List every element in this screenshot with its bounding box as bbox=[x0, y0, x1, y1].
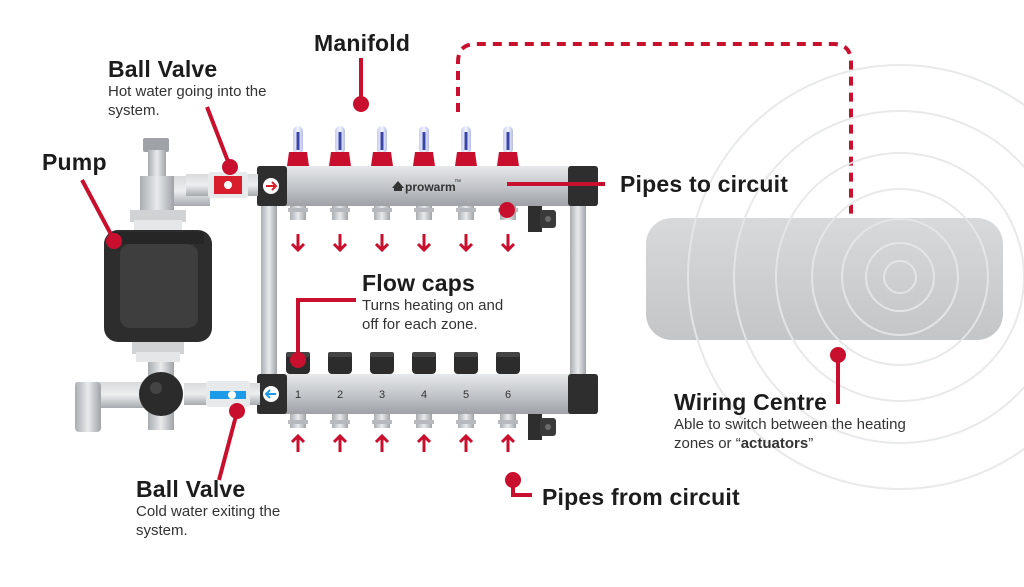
flow-cap bbox=[412, 352, 436, 374]
down-arrow bbox=[374, 234, 390, 253]
hot-ball-valve-label: Ball Valve bbox=[108, 56, 218, 82]
bottom-outlets bbox=[288, 414, 518, 428]
up-arrow bbox=[416, 433, 432, 452]
cold-ball-valve bbox=[184, 381, 260, 407]
zone-number: 1 bbox=[295, 389, 301, 401]
up-arrow bbox=[290, 433, 306, 452]
flow-meter bbox=[455, 126, 477, 166]
up-arrows bbox=[290, 433, 516, 452]
bottom-outlet bbox=[456, 414, 476, 428]
up-arrow bbox=[374, 433, 390, 452]
flow-caps-label: Flow caps bbox=[362, 270, 475, 296]
pipes-from-circuit-label: Pipes from circuit bbox=[542, 484, 740, 510]
up-arrow bbox=[458, 433, 474, 452]
down-arrow bbox=[500, 234, 516, 253]
brand-text: prowarm bbox=[405, 180, 456, 194]
down-arrows bbox=[290, 234, 516, 253]
zone-number: 3 bbox=[379, 389, 385, 401]
flow-caps-description: Turns heating on and off for each zone. bbox=[362, 297, 504, 333]
bottom-outlet bbox=[288, 414, 308, 428]
top-outlet bbox=[456, 206, 476, 220]
flow-meters bbox=[287, 126, 519, 166]
manifold-right-rail bbox=[570, 205, 586, 375]
pump-assembly bbox=[75, 138, 212, 432]
zone-number: 4 bbox=[421, 389, 427, 401]
bottom-outlet bbox=[498, 414, 518, 428]
pipes-to-circuit-label: Pipes to circuit bbox=[620, 171, 789, 197]
down-arrow bbox=[332, 234, 348, 253]
callout-dots bbox=[106, 96, 846, 488]
bottom-outlet bbox=[414, 414, 434, 428]
flow-cap bbox=[370, 352, 394, 374]
flow-meter bbox=[371, 126, 393, 166]
top-outlet bbox=[414, 206, 434, 220]
zone-number: 5 bbox=[463, 389, 469, 401]
top-outlets bbox=[288, 206, 518, 220]
flow-cap bbox=[328, 352, 352, 374]
prowarm-logo: prowarm ™ bbox=[392, 179, 461, 194]
wiring-centre-label: Wiring Centre bbox=[674, 389, 828, 415]
hot-ball-valve bbox=[186, 172, 258, 198]
wiring-centre-description-text: Able to switch between the heating zones… bbox=[674, 416, 906, 452]
top-outlet bbox=[372, 206, 392, 220]
manifold-bottom-bar bbox=[257, 374, 598, 414]
pump-label: Pump bbox=[42, 149, 107, 175]
down-arrow bbox=[458, 234, 474, 253]
flow-meter bbox=[329, 126, 351, 166]
manifold-left-rail bbox=[261, 205, 277, 375]
actuators-bold: actuators bbox=[740, 435, 809, 452]
flow-meter bbox=[287, 126, 309, 166]
flow-cap bbox=[496, 352, 520, 374]
cold-ball-valve-label: Ball Valve bbox=[136, 476, 246, 502]
bottom-outlet bbox=[372, 414, 392, 428]
cold-ball-valve-description: Cold water exiting the system. bbox=[136, 503, 281, 539]
bottom-outlet bbox=[330, 414, 350, 428]
down-arrow bbox=[416, 234, 432, 253]
flow-meter bbox=[497, 126, 519, 166]
top-outlet bbox=[288, 206, 308, 220]
up-arrow bbox=[500, 433, 516, 452]
wiring-dashed-line bbox=[456, 42, 853, 214]
top-actuator-plug bbox=[528, 206, 556, 232]
wiring-centre-description-end: ” bbox=[808, 435, 814, 452]
top-outlet bbox=[330, 206, 350, 220]
down-arrow bbox=[290, 234, 306, 253]
zone-number: 6 bbox=[505, 389, 511, 401]
flow-meter bbox=[413, 126, 435, 166]
manifold-label: Manifold bbox=[314, 30, 411, 56]
zone-numbers: 1 2 3 4 5 6 bbox=[295, 389, 511, 401]
hot-ball-valve-description: Hot water going into the system. bbox=[108, 83, 267, 119]
brand-tm: ™ bbox=[454, 179, 461, 186]
flow-cap bbox=[454, 352, 478, 374]
up-arrow bbox=[332, 433, 348, 452]
zone-number: 2 bbox=[337, 389, 343, 401]
wiring-centre-box bbox=[646, 64, 1024, 490]
bottom-actuator-plug bbox=[528, 414, 556, 440]
flow-caps bbox=[286, 352, 520, 374]
wiring-centre-description: Able to switch between the heating zones… bbox=[674, 415, 906, 453]
